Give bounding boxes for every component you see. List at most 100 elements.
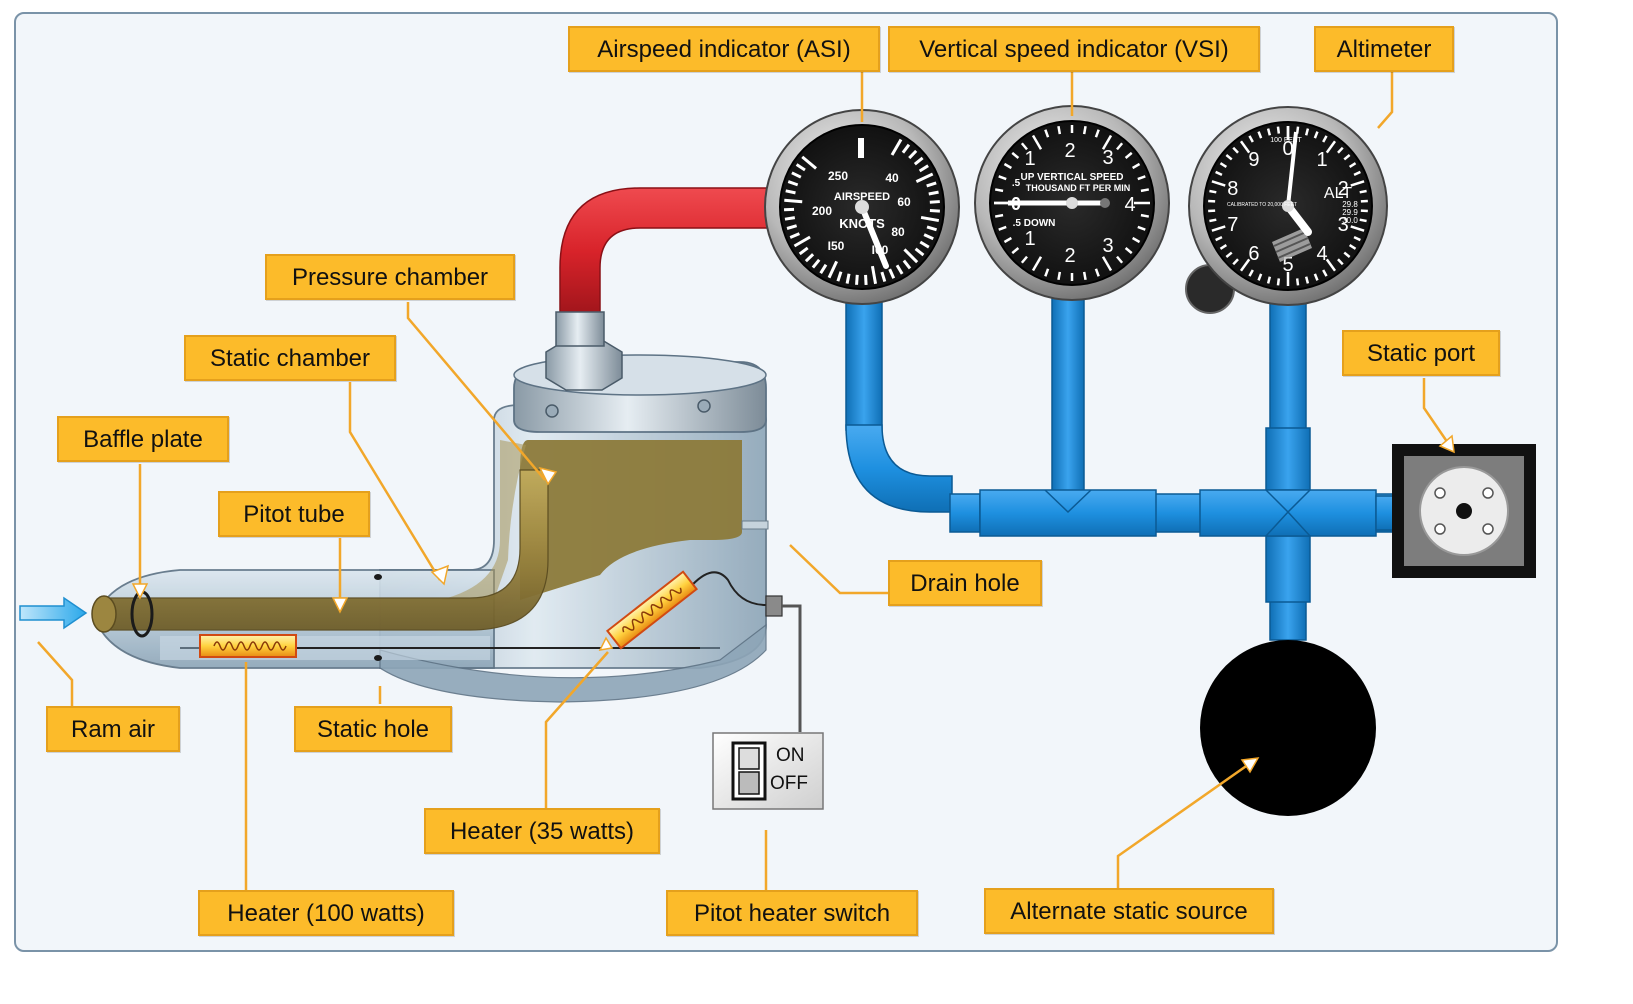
- gauge-tick: [1211, 180, 1226, 187]
- asi-title-top: AIRSPEED: [834, 191, 890, 203]
- gauge-tick: [918, 164, 929, 173]
- gauge-tick: [786, 224, 798, 230]
- gauge-tick: [1348, 162, 1357, 168]
- gauge-tick: [926, 225, 938, 232]
- gauge-tick: [1219, 244, 1228, 250]
- gauge-tick: [784, 198, 803, 204]
- static-pipes: [845, 291, 1401, 641]
- gauge-tick: [1248, 135, 1254, 143]
- label-altimeter: Altimeter: [1314, 26, 1454, 72]
- gauge-tick: [1232, 258, 1239, 266]
- airspeed-indicator-gauge: AIRSPEED KNOTS 250 200 I50 I00 80 60 40: [764, 109, 960, 305]
- gauge-tick: [1266, 128, 1272, 136]
- gauge-tick: [1225, 154, 1233, 161]
- altimeter-alt-label: ALT: [1324, 185, 1352, 202]
- gauge-tick: [1232, 146, 1239, 154]
- gauge-tick: [787, 180, 799, 187]
- gauge-tick: [1211, 225, 1226, 232]
- vsi-number: 2: [1064, 140, 1075, 162]
- gauge-tick: [1266, 276, 1272, 284]
- label-airspeed-indicator: Airspeed indicator (ASI): [568, 26, 880, 72]
- gauge-tick: [804, 253, 815, 263]
- gauge-tick: [1082, 271, 1087, 281]
- label-pitot-tube: Pitot tube: [218, 491, 370, 537]
- asi-scale-label: I50: [828, 239, 845, 253]
- gauge-tick: [1116, 142, 1124, 151]
- gauge-tick: [784, 216, 796, 221]
- gauge-tick: [1094, 129, 1100, 138]
- gauge-tick: [1337, 258, 1344, 266]
- gauge-tick: [1337, 146, 1344, 154]
- vsi-number: 4: [1124, 194, 1135, 216]
- gauge-tick: [1124, 151, 1133, 159]
- gauge-tick: [928, 190, 939, 196]
- leader-arrowheads: [131, 434, 1455, 774]
- gauge-tick: [785, 189, 796, 195]
- label-static-hole: Static hole: [294, 706, 452, 752]
- static-port: [1392, 444, 1536, 578]
- asi-title-bottom: KNOTS: [839, 216, 885, 231]
- gauge-tick: [1325, 258, 1337, 272]
- altimeter-kollsman: 29.8: [1342, 200, 1358, 209]
- gauge-tick: [1209, 189, 1217, 194]
- gauge-tick: [1348, 244, 1357, 250]
- altimeter-numeral: 4: [1317, 243, 1328, 265]
- gauge-tick: [1116, 255, 1124, 264]
- altimeter-numeral: 3: [1338, 214, 1349, 236]
- gauge-tick: [1031, 256, 1043, 272]
- gauge-tick: [908, 149, 918, 160]
- gauge-tick: [1239, 140, 1251, 154]
- gauge-tick: [1276, 126, 1281, 134]
- gauge-tick: [1304, 276, 1310, 284]
- switch-off-label: OFF: [770, 773, 808, 794]
- gauge-tick: [1276, 278, 1281, 286]
- vsi-up-mark: .5: [1012, 178, 1021, 189]
- gauge-tick: [913, 156, 924, 166]
- vsi-number: 2: [1064, 245, 1075, 267]
- gauge-tick: [819, 263, 828, 274]
- gauge-tick: [1101, 256, 1113, 272]
- gauge-tick: [1094, 268, 1100, 277]
- gauge-tick: [845, 273, 851, 284]
- gauge-tick: [1011, 151, 1020, 159]
- altimeter-numeral: 7: [1227, 214, 1238, 236]
- gauge-tick: [1353, 235, 1361, 242]
- gauge-tick: [1082, 125, 1087, 135]
- vsi-number: 1: [1024, 228, 1035, 250]
- gauge-tick: [888, 268, 896, 279]
- gauge-tick: [923, 233, 934, 241]
- gauge-tick: [998, 175, 1007, 181]
- gauge-tick: [919, 240, 930, 249]
- label-baffle-plate: Baffle plate: [57, 416, 229, 462]
- gauge-tick: [1011, 247, 1020, 255]
- pitot-pressure-line: [559, 187, 791, 316]
- heater-100w: [199, 634, 297, 658]
- label-vertical-speed-indicator: Vertical speed indicator (VSI): [888, 26, 1260, 72]
- gauge-tick: [1304, 128, 1310, 136]
- gauge-tick: [855, 274, 859, 285]
- gauge-tick: [1322, 135, 1328, 143]
- altimeter-numeral: 6: [1248, 243, 1259, 265]
- vsi-number: 1: [1024, 148, 1035, 170]
- gauge-tick: [1137, 225, 1146, 231]
- label-ram-air: Ram air: [46, 706, 180, 752]
- gauge-tick: [903, 248, 919, 264]
- label-pitot-heater-switch: Pitot heater switch: [666, 890, 918, 936]
- gauge-tick: [1295, 278, 1300, 286]
- gauge-tick: [929, 200, 940, 204]
- label-drain-hole: Drain hole: [888, 560, 1042, 606]
- gauge-tick: [798, 246, 809, 256]
- gauge-tick: [1359, 189, 1367, 194]
- gauge-tick: [1101, 134, 1113, 150]
- pitot-heater-switch[interactable]: [712, 732, 824, 810]
- gauge-tick: [1137, 175, 1146, 181]
- altimeter-feet-label: 100 FEET: [1270, 137, 1302, 144]
- gauge-tick: [1359, 218, 1367, 223]
- gauge-tick: [1325, 140, 1337, 154]
- gauge-tick: [1248, 269, 1254, 277]
- asi-scale-label: 80: [891, 225, 905, 239]
- gauge-tick: [1057, 125, 1062, 135]
- switch-on-label: ON: [776, 745, 805, 766]
